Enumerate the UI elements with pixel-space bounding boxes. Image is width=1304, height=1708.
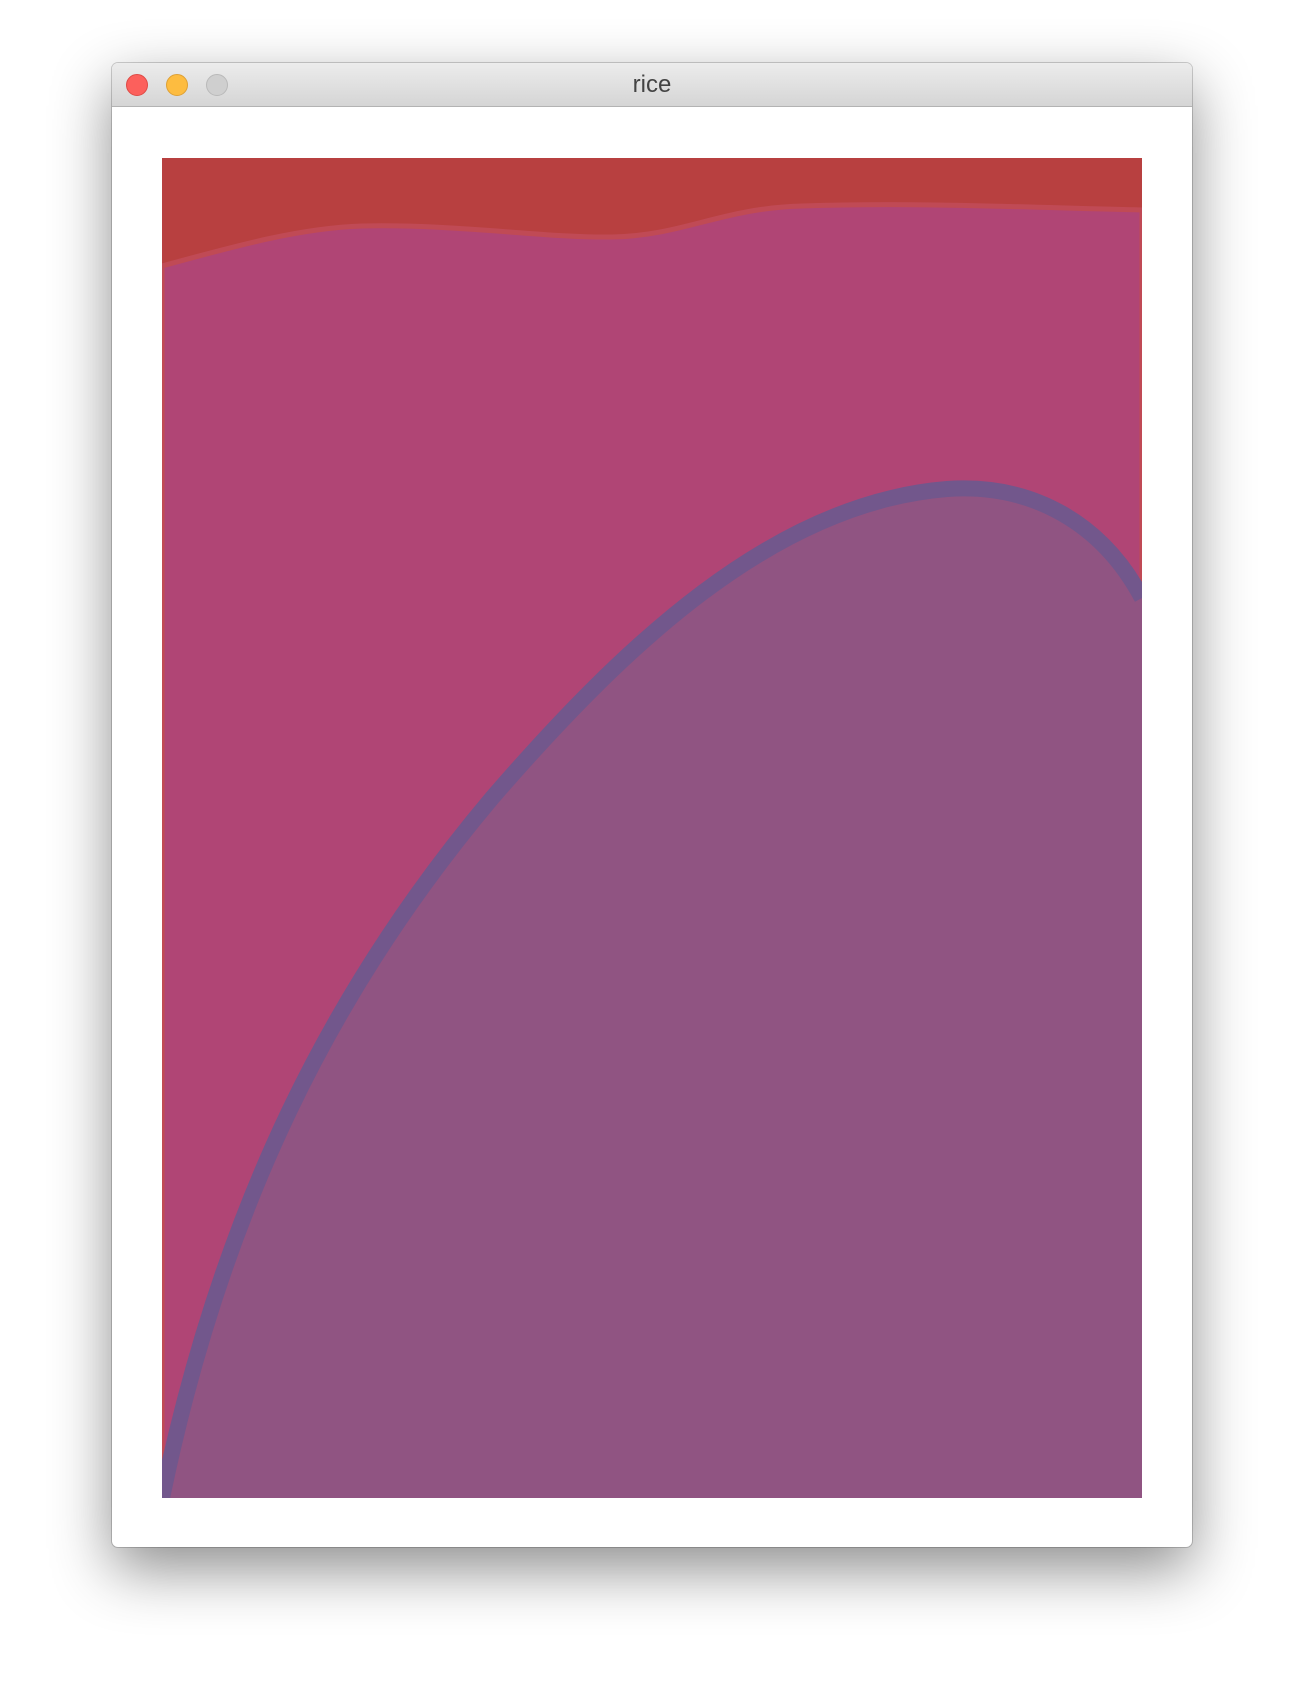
zoom-icon[interactable] xyxy=(206,74,228,96)
canvas-graphic xyxy=(162,158,1142,1498)
minimize-icon[interactable] xyxy=(166,74,188,96)
bottom-shape xyxy=(162,488,1142,1498)
app-window: rice xyxy=(112,63,1192,1547)
title-bar[interactable]: rice xyxy=(112,63,1192,107)
drawing-canvas xyxy=(162,158,1142,1498)
bottom-shape-outline xyxy=(162,480,1142,1498)
window-title: rice xyxy=(632,71,672,98)
close-icon[interactable] xyxy=(126,74,148,96)
